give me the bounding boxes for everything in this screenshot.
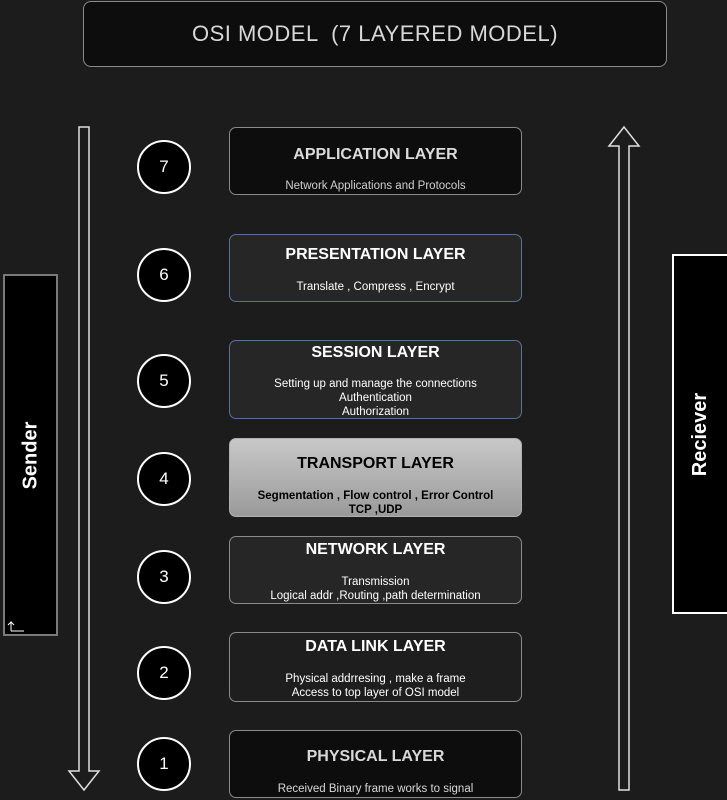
layer-description-line: Logical addr ,Routing ,path determinatio… xyxy=(270,590,481,602)
layer-number-6: 6 xyxy=(137,248,191,302)
layer-description-line: Translate , Compress , Encrypt xyxy=(296,281,455,293)
layer-description-line: Setting up and manage the connections xyxy=(274,378,477,390)
layer-description-line: Authentication xyxy=(339,392,412,404)
layer-name: TRANSPORT LAYER xyxy=(297,455,454,472)
layer-physical: PHYSICAL LAYER Received Binary frame wor… xyxy=(229,730,522,798)
sender-down-arrow xyxy=(67,126,101,792)
layer-description-line: Transmission xyxy=(341,576,410,588)
layer-description-line: Authorization xyxy=(341,406,410,418)
layer-name: SESSION LAYER xyxy=(311,344,440,361)
layer-description-line: Received Binary frame works to signal xyxy=(277,783,474,795)
sender-box: Sender xyxy=(3,274,58,636)
layer-number-4: 4 xyxy=(137,452,191,506)
layer-number-2: 2 xyxy=(137,646,191,700)
layer-description-line: TCP ,UDP xyxy=(348,504,403,516)
layer-number-7: 7 xyxy=(137,140,191,194)
layer-name: NETWORK LAYER xyxy=(305,541,446,558)
layer-transport: TRANSPORT LAYER Segmentation , Flow cont… xyxy=(229,438,522,517)
sender-label: Sender xyxy=(19,421,41,489)
layer-name: DATA LINK LAYER xyxy=(305,638,446,655)
title-box: OSI MODEL (7 LAYERED MODEL) xyxy=(83,1,667,67)
diagram-title: OSI MODEL (7 LAYERED MODEL) xyxy=(191,21,559,46)
layer-name: APPLICATION LAYER xyxy=(293,146,458,163)
layer-application: APPLICATION LAYER Network Applications a… xyxy=(229,127,522,195)
layer-name: PRESENTATION LAYER xyxy=(285,246,466,263)
layer-presentation: PRESENTATION LAYER Translate , Compress … xyxy=(229,234,522,302)
layer-description-line: Physical addrresing , make a frame xyxy=(285,673,466,685)
layer-number-5: 5 xyxy=(137,354,191,408)
layer-network: NETWORK LAYER Transmission Logical addr … xyxy=(229,536,522,604)
layer-description-line: Access to top layer of OSI model xyxy=(291,687,460,699)
receiver-box: Reciever xyxy=(672,254,727,614)
layer-name: PHYSICAL LAYER xyxy=(306,748,445,765)
layer-description-line: Segmentation , Flow control , Error Cont… xyxy=(257,490,494,502)
layer-number-3: 3 xyxy=(137,550,191,604)
corner-arrow-icon xyxy=(7,620,24,632)
layer-session: SESSION LAYER Setting up and manage the … xyxy=(229,340,522,419)
layer-data-link: DATA LINK LAYER Physical addrresing , ma… xyxy=(229,632,522,702)
layer-number-1: 1 xyxy=(137,737,191,791)
receiver-up-arrow xyxy=(607,125,641,791)
layer-description-line: Network Applications and Protocols xyxy=(285,180,466,192)
receiver-label: Reciever xyxy=(689,392,711,476)
